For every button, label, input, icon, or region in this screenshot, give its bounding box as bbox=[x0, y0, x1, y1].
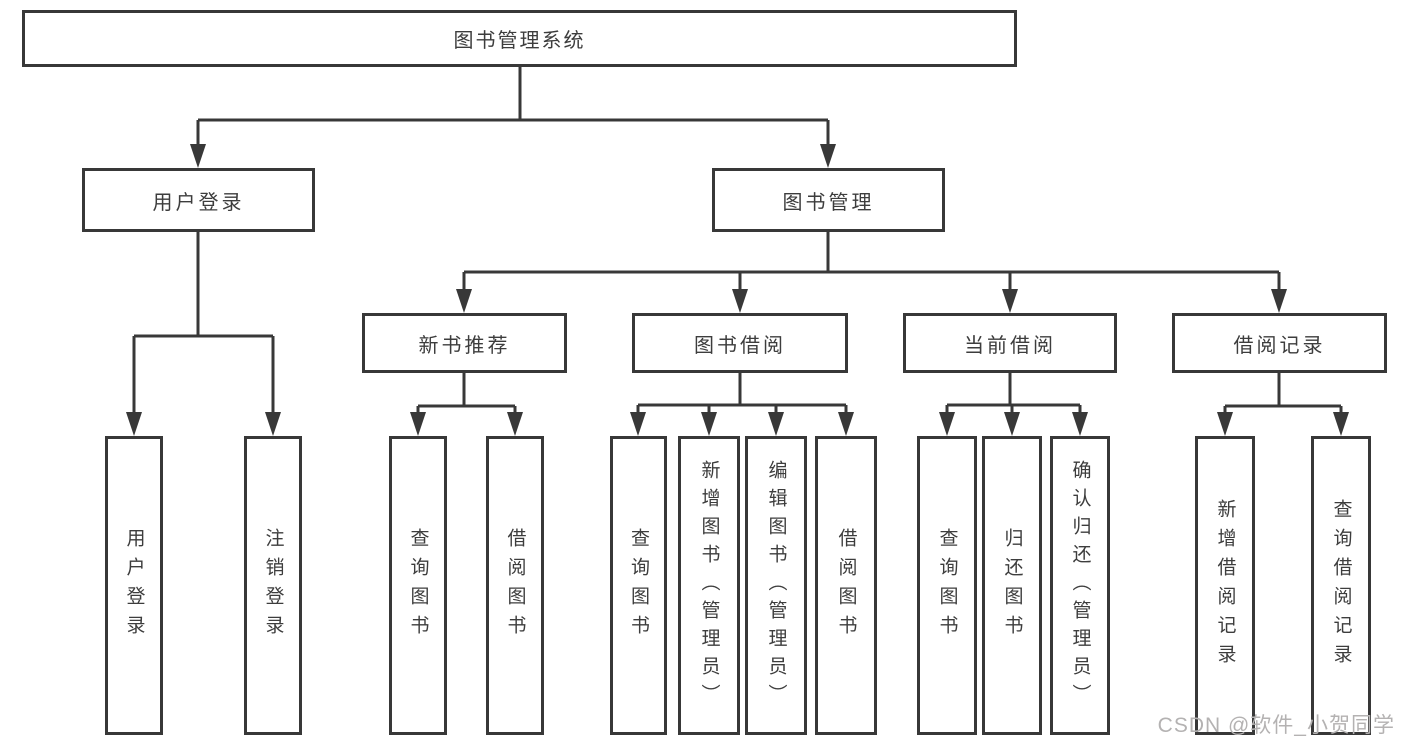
leaf-label: 注销登录 bbox=[262, 527, 284, 644]
node-book-borrow: 图书借阅 bbox=[632, 313, 848, 373]
node-borrow-record: 借阅记录 bbox=[1172, 313, 1387, 373]
leaf-query-book: 查询图书 bbox=[610, 436, 667, 735]
leaf-label: 确认归还（管理员） bbox=[1069, 459, 1091, 712]
leaf-borrow-book: 借阅图书 bbox=[486, 436, 544, 735]
leaf-logout: 注销登录 bbox=[244, 436, 302, 735]
leaf-label: 查询图书 bbox=[407, 527, 429, 644]
leaf-label: 新增借阅记录 bbox=[1214, 498, 1236, 673]
leaf-label: 查询图书 bbox=[628, 527, 649, 644]
leaf-confirm-return-admin: 确认归还（管理员） bbox=[1050, 436, 1110, 735]
node-current-borrow: 当前借阅 bbox=[903, 313, 1117, 373]
leaf-label: 查询图书 bbox=[936, 527, 958, 644]
node-new-book-recommend: 新书推荐 bbox=[362, 313, 567, 373]
leaf-borrow-book: 借阅图书 bbox=[815, 436, 877, 735]
leaf-add-book-admin: 新增图书（管理员） bbox=[678, 436, 740, 735]
leaf-label: 用户登录 bbox=[123, 527, 145, 644]
leaf-label: 新增图书（管理员） bbox=[698, 459, 720, 712]
node-root-system: 图书管理系统 bbox=[22, 10, 1017, 67]
leaf-label: 借阅图书 bbox=[835, 527, 857, 644]
leaf-query-book: 查询图书 bbox=[917, 436, 977, 735]
node-user-login: 用户登录 bbox=[82, 168, 315, 232]
leaf-add-borrow-record: 新增借阅记录 bbox=[1195, 436, 1255, 735]
leaf-query-borrow-record: 查询借阅记录 bbox=[1311, 436, 1371, 735]
node-book-management: 图书管理 bbox=[712, 168, 945, 232]
leaf-edit-book-admin: 编辑图书（管理员） bbox=[745, 436, 807, 735]
csdn-watermark: CSDN @软件_小贺同学 bbox=[1157, 714, 1395, 737]
leaf-user-login: 用户登录 bbox=[105, 436, 163, 735]
leaf-label: 归还图书 bbox=[1001, 527, 1023, 644]
leaf-query-book: 查询图书 bbox=[389, 436, 447, 735]
leaf-label: 编辑图书（管理员） bbox=[765, 459, 787, 712]
leaf-label: 借阅图书 bbox=[504, 527, 526, 644]
leaf-label: 查询借阅记录 bbox=[1330, 498, 1352, 673]
leaf-return-book: 归还图书 bbox=[982, 436, 1042, 735]
